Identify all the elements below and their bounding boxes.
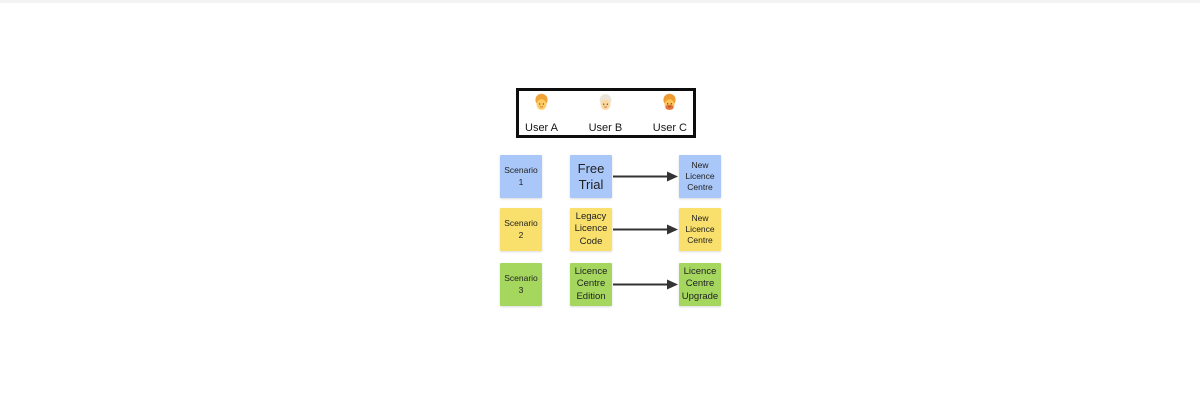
flow-arrow-1 <box>613 171 678 182</box>
target-note-1: New Licence Centre <box>679 155 721 198</box>
scenario-note-2: Scenario 2 <box>500 208 542 251</box>
user-item-c: User C <box>653 91 687 135</box>
flow-arrow-2 <box>613 224 678 235</box>
person-emoji-icon <box>535 93 548 110</box>
scenario-note-1: Scenario 1 <box>500 155 542 198</box>
top-edge-strip <box>0 0 1200 3</box>
user-item-b: User B <box>588 91 623 135</box>
target-note-2: New Licence Centre <box>679 208 721 251</box>
target-note-3: Licence Centre Upgrade <box>679 263 721 306</box>
users-panel: User A User B User C <box>516 88 696 138</box>
scenario-note-3: Scenario 3 <box>500 263 542 306</box>
bearded-person-emoji-icon <box>663 93 676 110</box>
user-label: User B <box>588 122 623 134</box>
older-person-emoji-icon <box>599 94 612 111</box>
source-note-3: Licence Centre Edition <box>570 263 612 306</box>
source-note-2: Legacy Licence Code <box>570 208 612 251</box>
user-label: User A <box>525 122 559 134</box>
user-item-a: User A <box>525 91 558 135</box>
user-label: User C <box>652 122 687 134</box>
flow-arrow-3 <box>613 279 678 290</box>
source-note-1: Free Trial <box>570 155 612 198</box>
